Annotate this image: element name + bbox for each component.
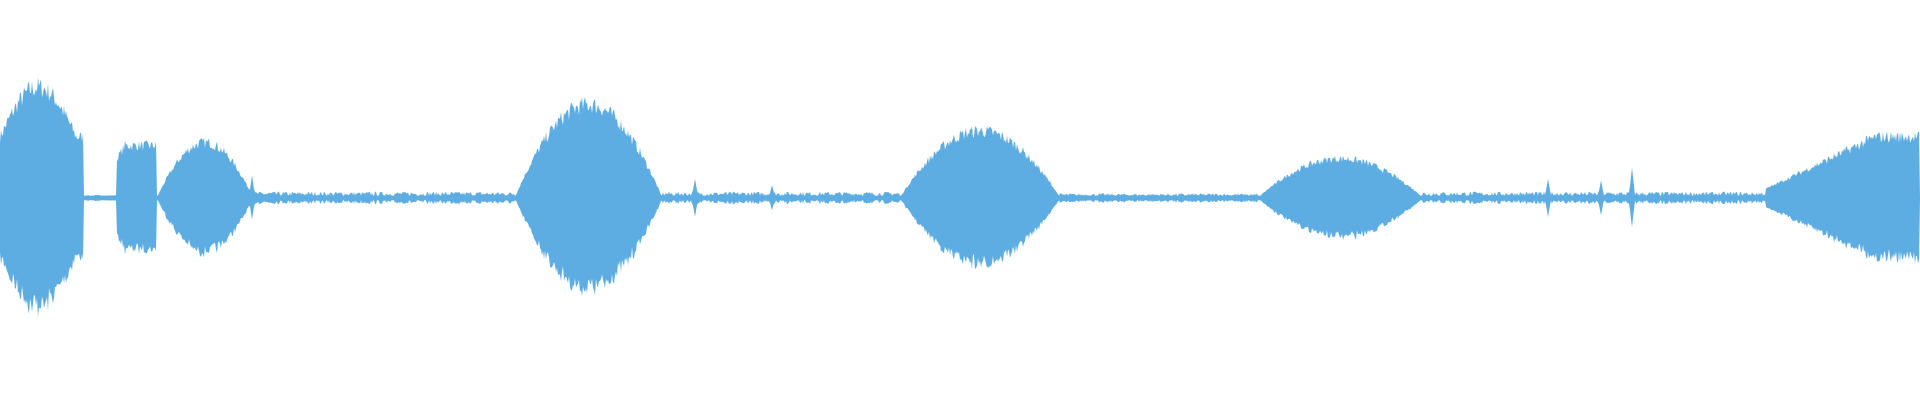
waveform-envelope bbox=[0, 77, 1920, 318]
